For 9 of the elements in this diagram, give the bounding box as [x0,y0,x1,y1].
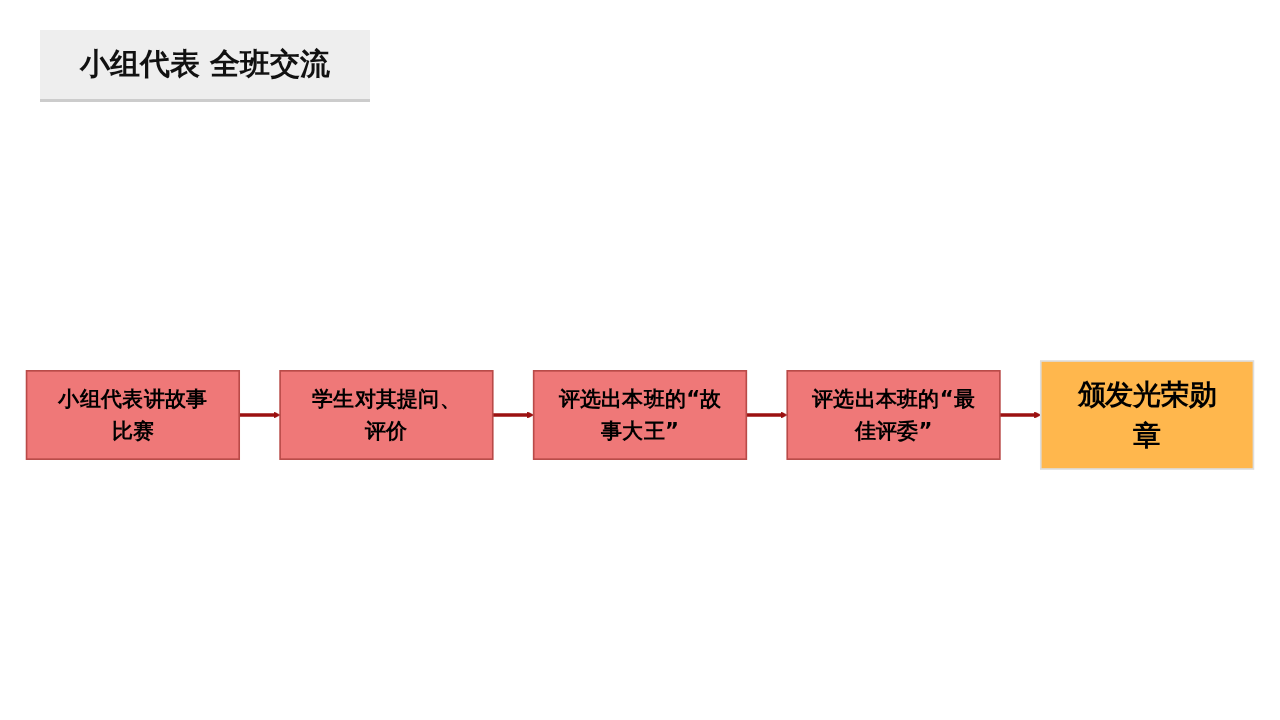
node-box: 评选出本班的“故事大王” [532,370,748,460]
arrow [492,411,534,419]
node-box: 学生对其提问、评价 [279,370,494,460]
arrow [746,411,788,419]
arrow [239,411,281,419]
node-box: 评选出本班的“最佳评委” [786,370,1001,460]
node-box: 颁发光荣勋章 [1039,360,1255,470]
node-box: 小组代表讲故事比赛 [25,370,241,460]
slide-title: 小组代表 全班交流 [40,30,371,102]
